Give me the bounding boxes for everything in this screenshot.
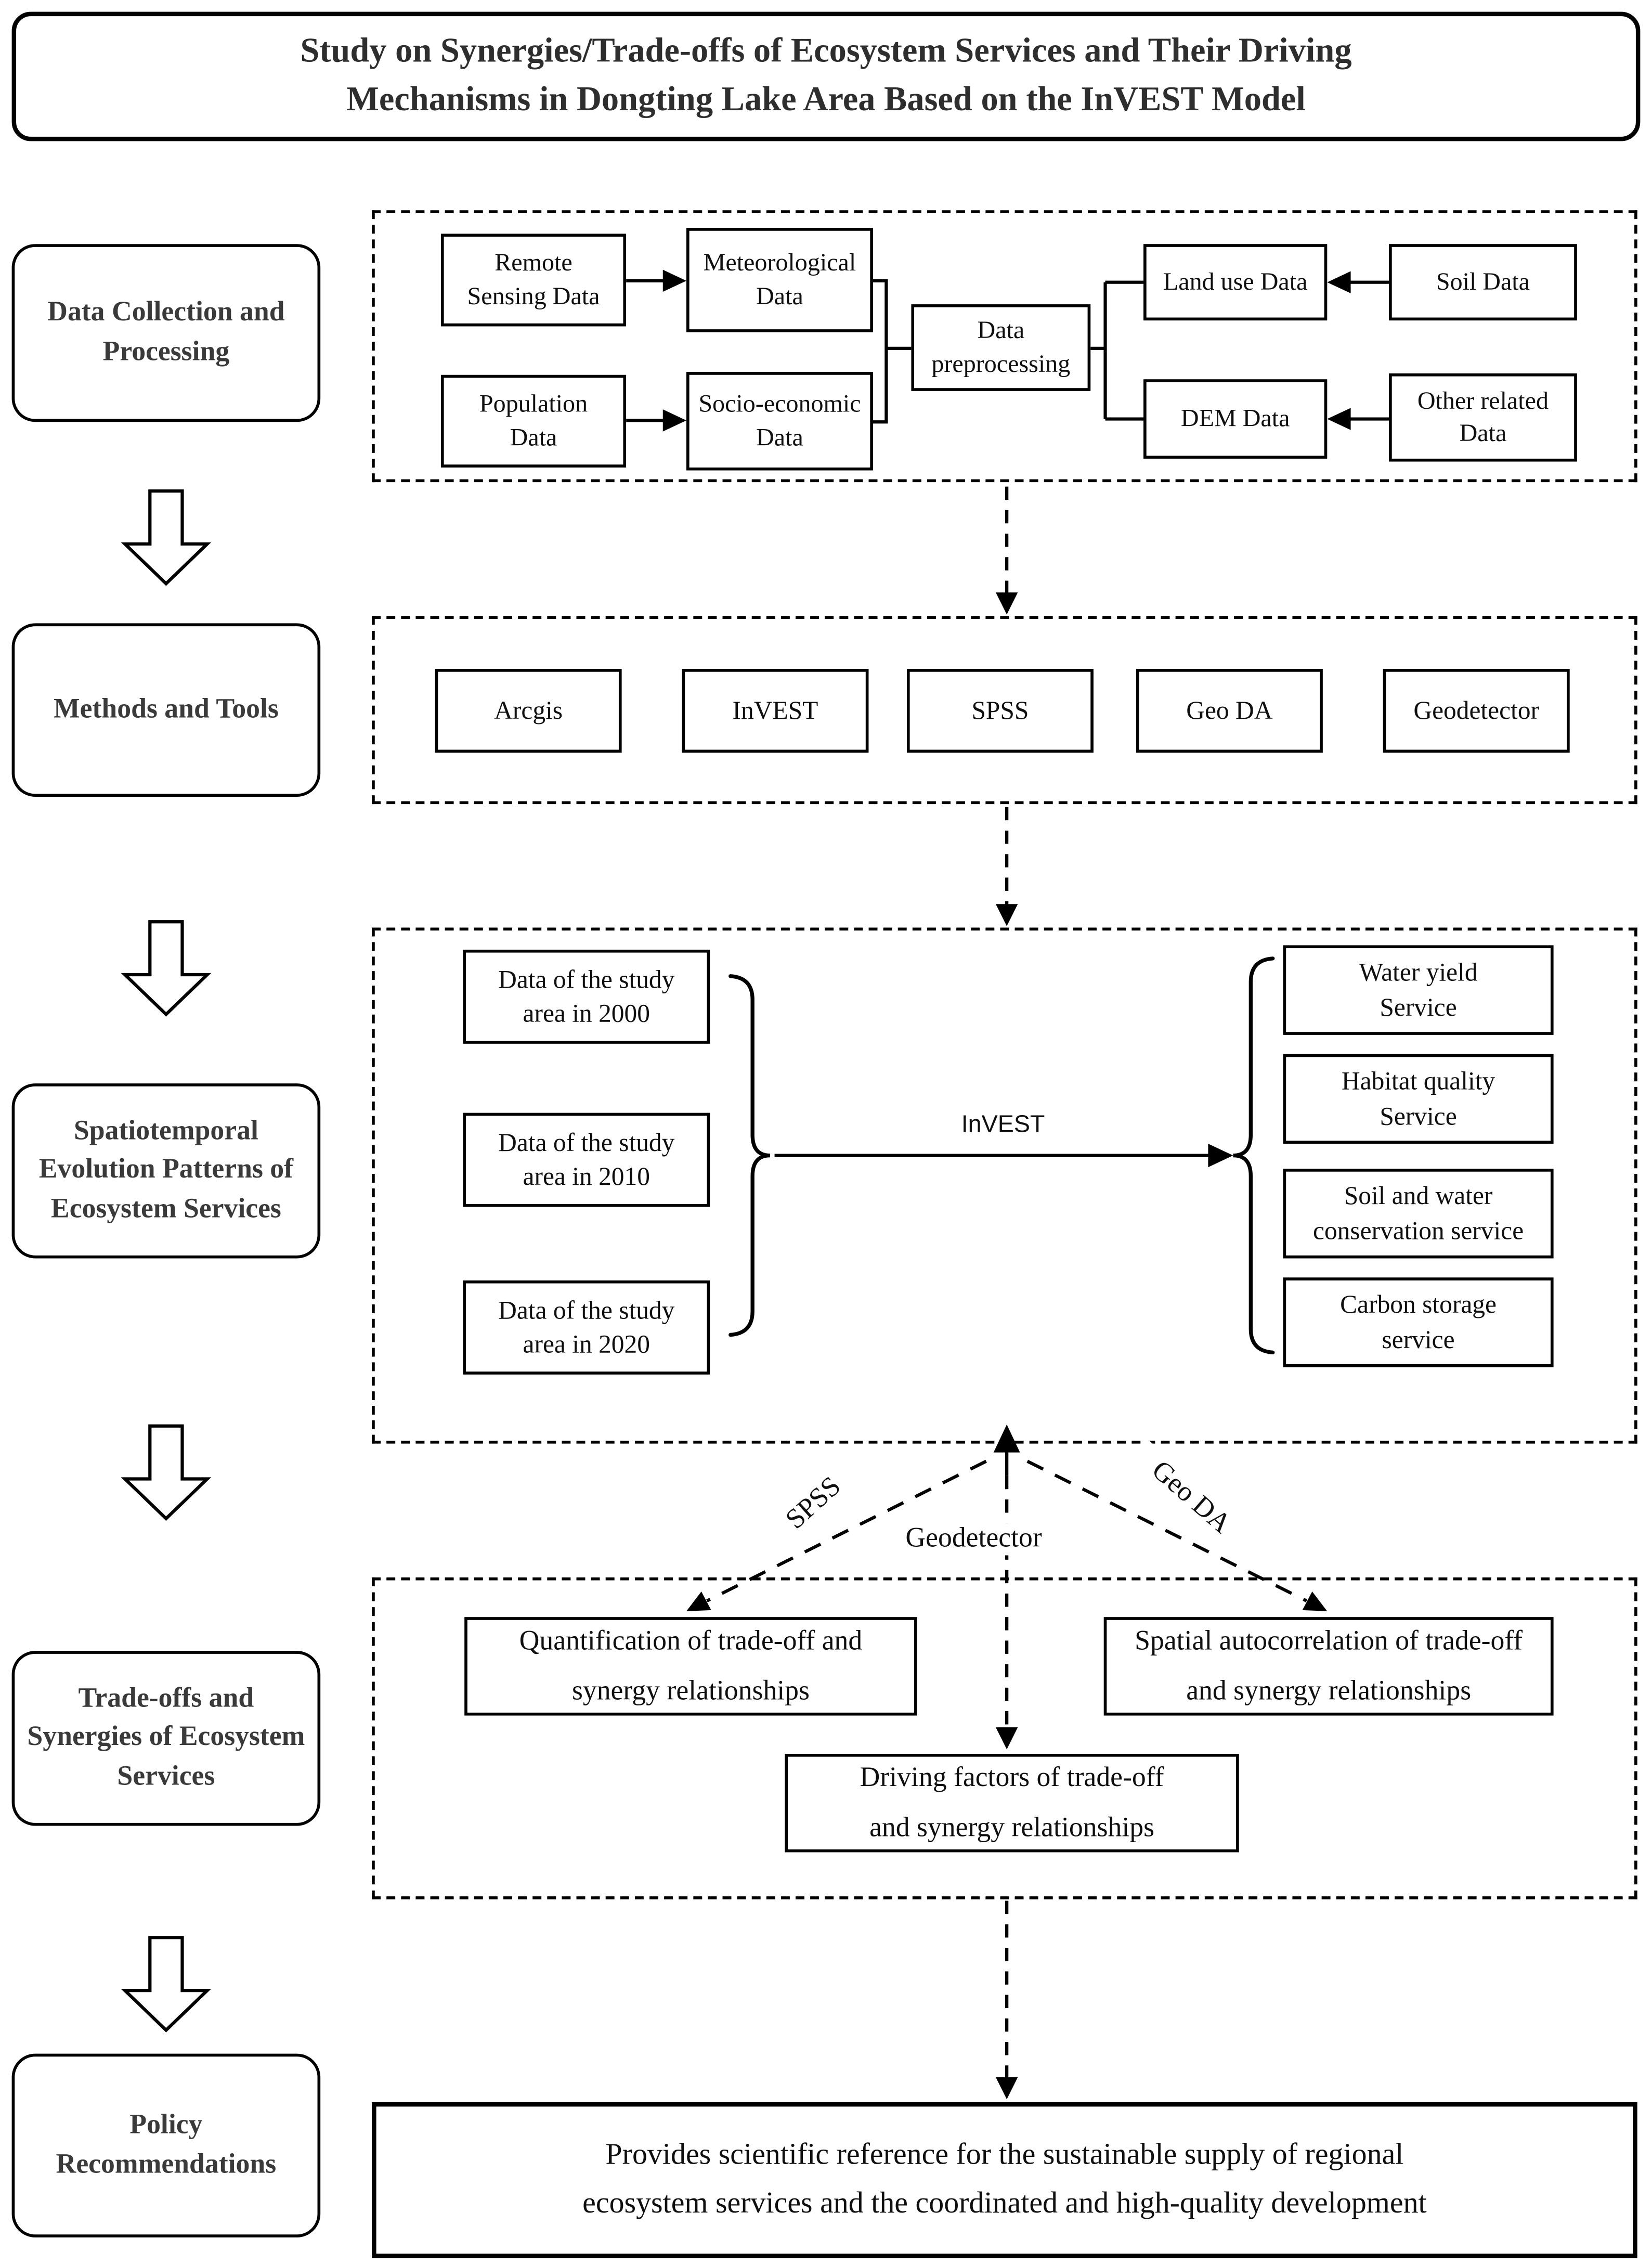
box-land-use-data: Land use Data [1143,244,1328,321]
box-label: Quantification of trade-off and synergy … [519,1626,863,1706]
stage-arrow-4 [121,1936,212,2033]
box-tool-spss: SPSS [906,669,1094,753]
title-box: Study on Synergies/Trade-offs of Ecosyst… [11,11,1641,141]
box-label: Carbon storage service [1340,1289,1497,1353]
box-socio-economic-data: Socio-economic Data [686,372,873,471]
box-tool-geodetector: Geodetector [1383,669,1570,753]
stage-arrow-2 [121,920,212,1017]
box-carbon-storage-service: Carbon storage service [1283,1277,1554,1367]
box-tool-arcgis: Arcgis [435,669,622,753]
box-study-data-2000: Data of the study area in 2000 [463,949,710,1044]
box-study-data-2020: Data of the study area in 2020 [463,1280,710,1375]
brace-inputs [729,974,771,1337]
sidebar-item-policy: Policy Recommendations [11,2053,321,2237]
box-meteorological-data: Meteorological Data [686,228,873,332]
sidebar-item-methods-tools: Methods and Tools [11,623,321,797]
box-remote-sensing-data: Remote Sensing Data [440,234,627,327]
box-study-data-2010: Data of the study area in 2010 [463,1112,710,1207]
box-label: Driving factors of trade-off and synergy… [860,1763,1164,1843]
box-spatial-autocorrelation: Spatial autocorrelation of trade-off and… [1103,1617,1554,1716]
conclusion-box: Provides scientific reference for the su… [372,2102,1637,2258]
conclusion-line-2: ecosystem services and the coordinated a… [582,2187,1427,2220]
box-tool-invest: InVEST [682,669,869,753]
sidebar-item-tradeoffs: Trade-offs and Synergies of Ecosystem Se… [11,1651,321,1826]
sidebar-item-spatiotemporal: Spatiotemporal Evolution Patterns of Eco… [11,1083,321,1259]
box-driving-factors: Driving factors of trade-off and synergy… [785,1754,1239,1853]
box-dem-data: DEM Data [1143,379,1328,459]
stage-arrow-1 [121,489,212,586]
stage-arrows [121,489,212,2033]
title-line-1: Study on Synergies/Trade-offs of Ecosyst… [300,32,1352,70]
box-label: Spatial autocorrelation of trade-off and… [1135,1626,1523,1706]
box-soil-water-conservation-service: Soil and water conservation service [1283,1169,1554,1259]
box-tool-geoda: Geo DA [1136,669,1323,753]
brace-services [1233,956,1275,1355]
box-soil-data: Soil Data [1389,244,1577,321]
section-tradeoffs [372,1577,1637,1899]
section-data-collection [372,210,1637,483]
invest-arrow-label: InVEST [961,1111,1045,1138]
stage-arrow-3 [121,1424,212,1521]
braces [729,956,1275,1355]
box-population-data: Population Data [440,374,627,468]
box-water-yield-service: Water yield Service [1283,945,1554,1035]
section-methods-tools [372,616,1637,805]
arrowheads [662,269,1351,2100]
box-label: Water yield Service [1359,958,1478,1021]
conclusion-line-1: Provides scientific reference for the su… [605,2138,1404,2171]
box-label: Habitat quality Service [1341,1066,1495,1130]
section-evolution [372,927,1637,1444]
label-geodetector: Geodetector [874,1523,1073,1556]
box-other-related-data: Other related Data [1389,373,1577,462]
box-data-preprocessing: Data preprocessing [911,304,1091,391]
title-line-2: Mechanisms in Dongting Lake Area Based o… [346,81,1306,119]
solid-connectors [626,279,1389,1476]
box-quantification: Quantification of trade-off and synergy … [464,1617,917,1716]
box-habitat-quality-service: Habitat quality Service [1283,1054,1554,1144]
sidebar-item-data-collection: Data Collection and Processing [11,244,321,422]
